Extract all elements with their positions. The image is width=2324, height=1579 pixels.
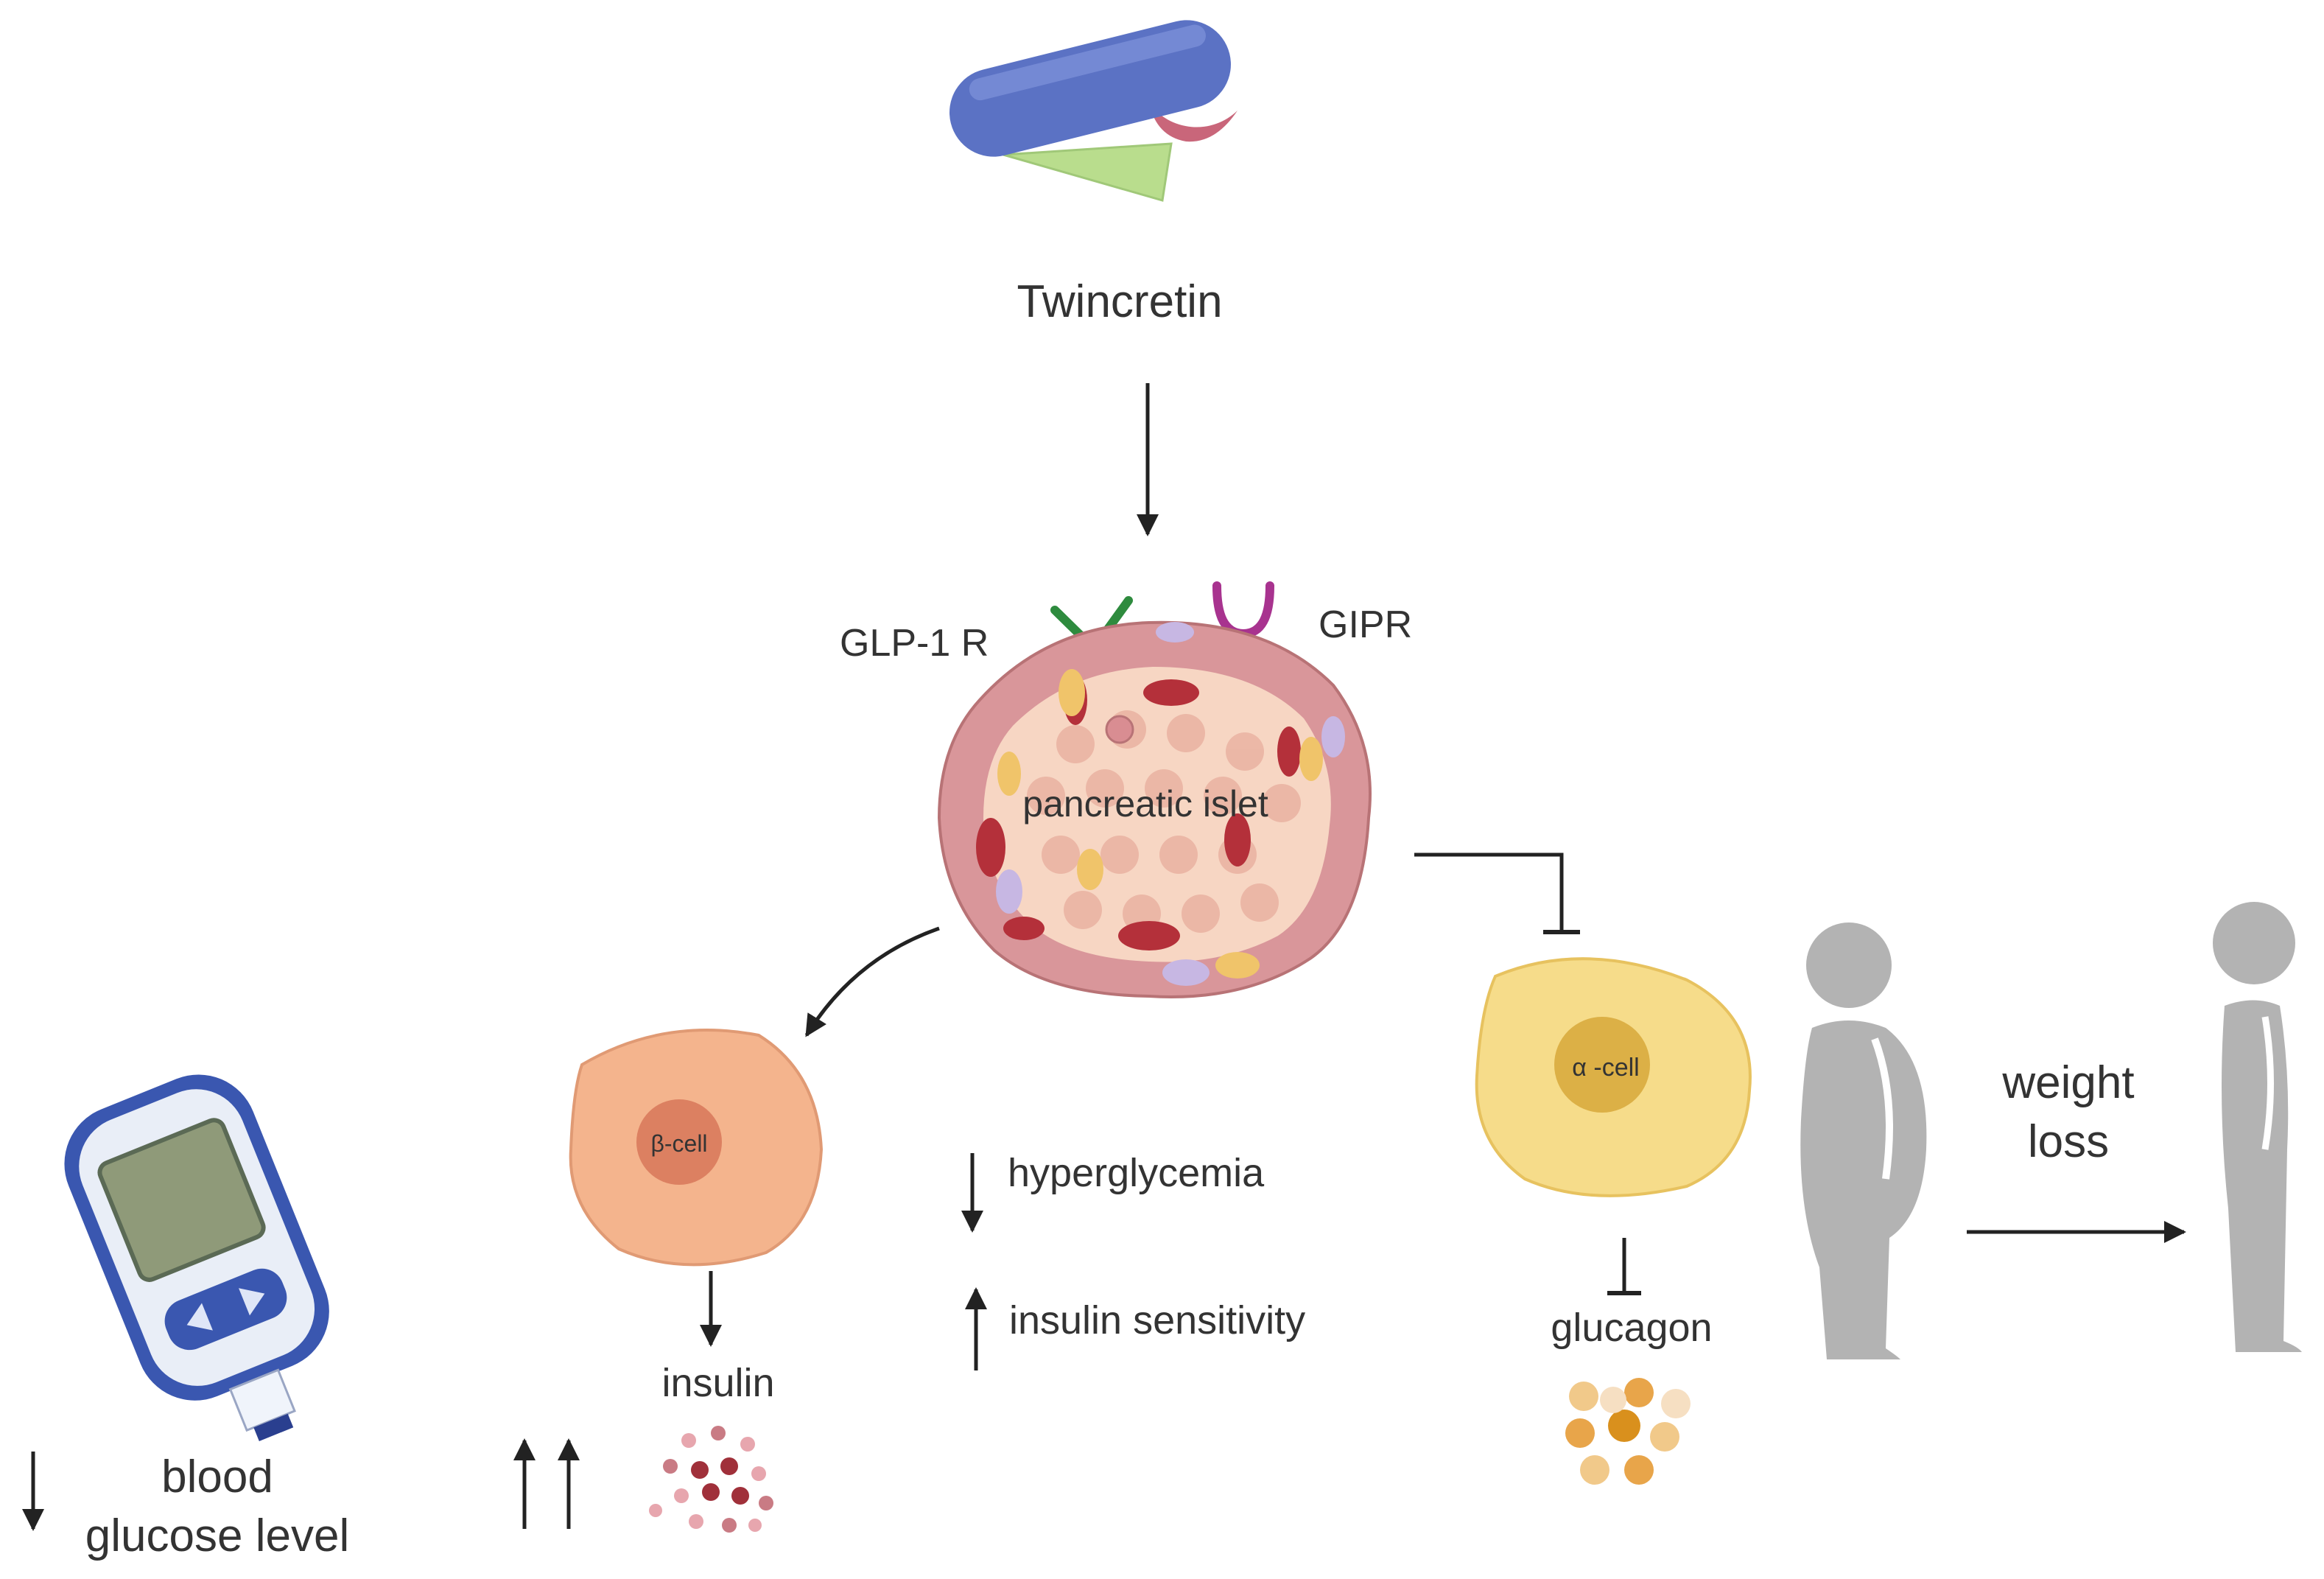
obese-person-icon [1800,922,1927,1359]
insulin-granules-icon [649,1426,773,1533]
glucagon-granules-icon [1565,1378,1691,1485]
hyperglycemia-label: hyperglycemia [1008,1151,1265,1195]
glucagon-label: glucagon [1551,1306,1712,1350]
gipr-label: GIPR [1319,603,1412,646]
glp1r-label: GLP-1 R [840,622,989,665]
blood-glucose-line1: blood [161,1452,273,1502]
double-up-arrow-icon [513,1438,580,1529]
beta-cell-icon [569,1029,824,1267]
alpha-cell-icon [1475,957,1752,1197]
twincretin-label: Twincretin [1017,276,1222,327]
islet-label: pancreatic islet [1022,783,1268,824]
insulin-label: insulin [661,1361,774,1405]
twincretin-molecule-icon [949,20,1238,202]
beta-cell-label: β-cell [650,1130,707,1157]
weight-loss-line1: weight [2001,1057,2134,1108]
alpha-cell-label: α -cell [1572,1054,1639,1082]
weight-loss-line2: loss [2028,1116,2109,1167]
glucometer-icon [64,1074,329,1441]
arrow-islet-to-beta [804,926,940,1037]
slim-person-icon [2213,902,2302,1352]
inhibit-islet-to-alpha [1414,852,1564,932]
blood-glucose-line2: glucose level [85,1510,349,1561]
insulin-sensitivity-label: insulin sensitivity [1009,1298,1305,1342]
pancreatic-islet-icon [937,620,1372,998]
